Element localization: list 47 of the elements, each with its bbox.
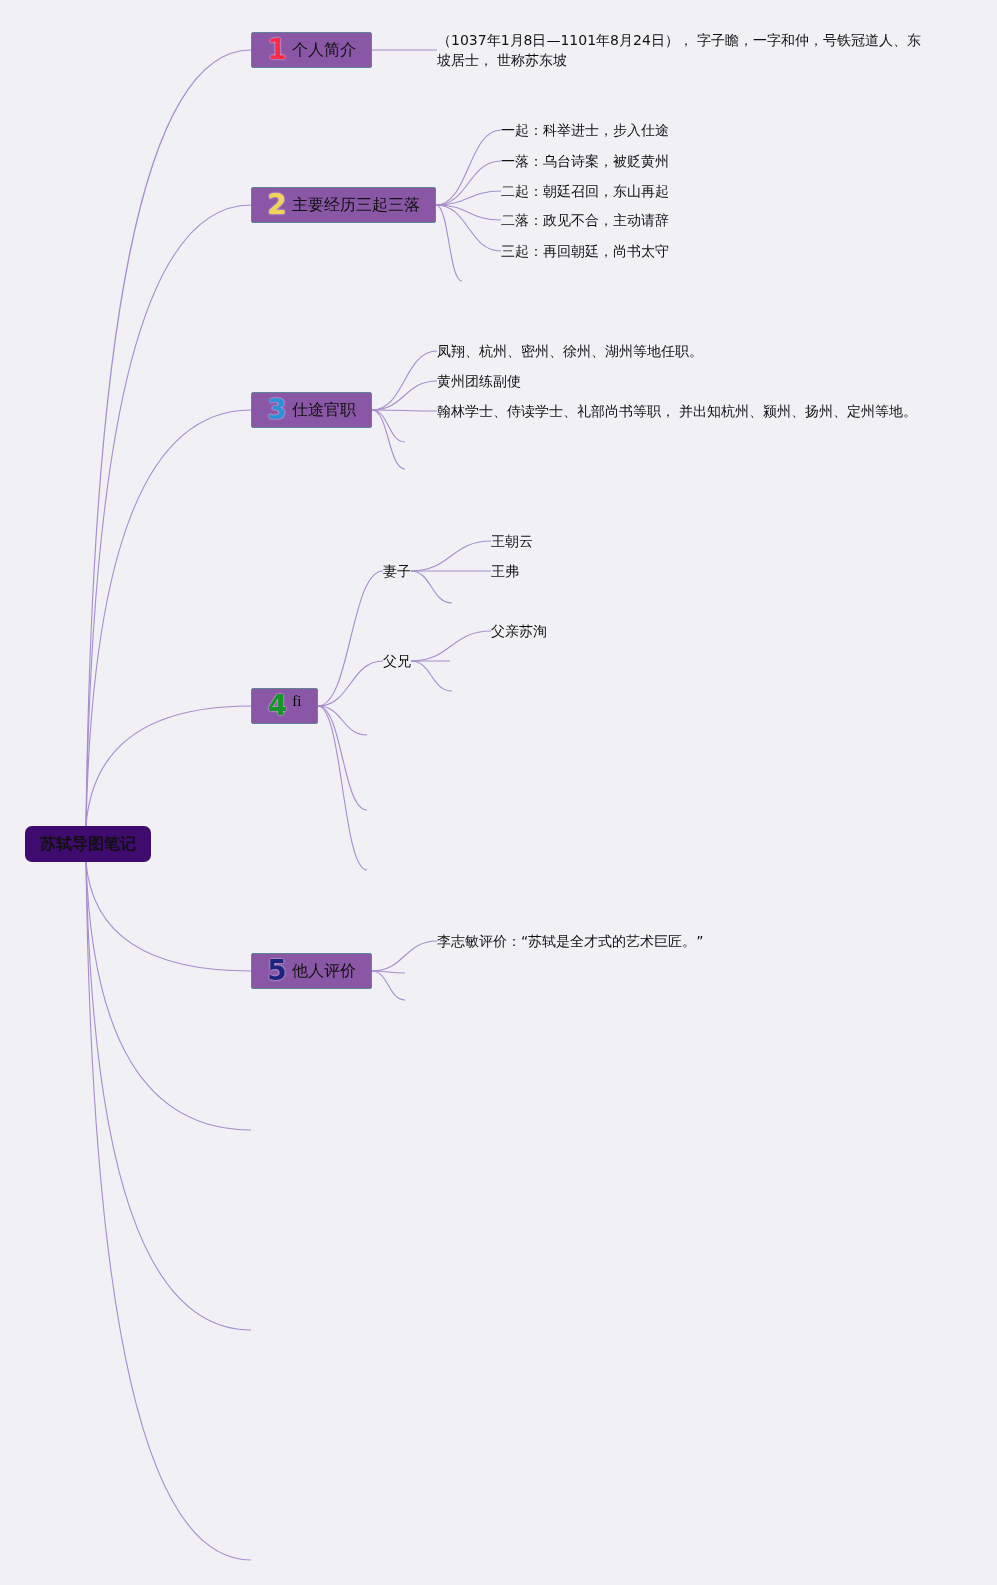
branch-line — [85, 705, 252, 827]
topic-label: 他人评价 — [291, 960, 356, 982]
branch-text: 二起：朝廷召回，东山再起 — [501, 181, 669, 201]
branch-line — [435, 204, 463, 282]
step-number: 5 — [267, 957, 287, 985]
branch-line — [371, 49, 438, 51]
central-topic — [25, 826, 151, 862]
branch-text: （1037年1月8日—1101年8月24日）， 字子瞻，一字和仲，号铁冠道人、东坡居士， 世称苏东坡 — [437, 30, 927, 70]
branch-line — [371, 970, 406, 1001]
topic-box — [251, 392, 372, 428]
topic-label: 个人简介 — [291, 39, 356, 61]
branch-line — [410, 660, 451, 662]
branch-line — [85, 409, 252, 827]
topic-box — [251, 187, 436, 223]
branch-text: 凤翔、杭州、密州、徐州、湖州等地任职。 — [437, 341, 703, 361]
branch-text: 王弗 — [491, 561, 519, 581]
branch-line — [410, 660, 453, 692]
branch-text: 一落：乌台诗案，被贬黄州 — [501, 151, 669, 171]
topic-box — [251, 32, 372, 68]
step-number: 2 — [267, 191, 287, 219]
topic-box — [251, 953, 372, 989]
branch-line — [317, 660, 384, 707]
branch-text: 王朝云 — [491, 531, 533, 551]
branch-line — [371, 970, 406, 974]
branch-text: 翰林学士、侍读学士、礼部尚书等职， 并出知杭州、颍州、扬州、定州等地。 — [437, 401, 957, 421]
branch-line — [85, 861, 252, 1561]
branch-text: 妻子 — [383, 561, 411, 581]
step-number: 4 — [267, 692, 288, 720]
branch-line — [410, 570, 453, 604]
branch-line — [371, 409, 406, 470]
branch-text: 一起：科举进士，步入仕途 — [501, 120, 669, 140]
branch-line — [317, 705, 368, 871]
branch-text: 三起：再回朝廷，尚书太守 — [501, 241, 669, 261]
topic-label: fi — [292, 693, 302, 710]
branch-text: 黄州团练副使 — [437, 371, 521, 391]
step-number: 3 — [267, 396, 287, 424]
topic-box — [251, 688, 318, 724]
branch-text: 二落：政见不合，主动请辞 — [501, 210, 669, 230]
branch-text: 父亲苏洵 — [491, 621, 547, 641]
step-number: 1 — [267, 36, 287, 64]
branch-text: 李志敏评价：“苏轼是全才式的艺术巨匠。” — [437, 931, 704, 951]
topic-label: 仕途官职 — [291, 399, 356, 421]
branch-line — [435, 204, 502, 252]
branch-line — [410, 570, 492, 572]
central-label: 苏轼导图笔记 — [40, 833, 136, 855]
topic-label: 主要经历三起三落 — [291, 194, 420, 216]
branch-text: 父兄 — [383, 651, 411, 671]
